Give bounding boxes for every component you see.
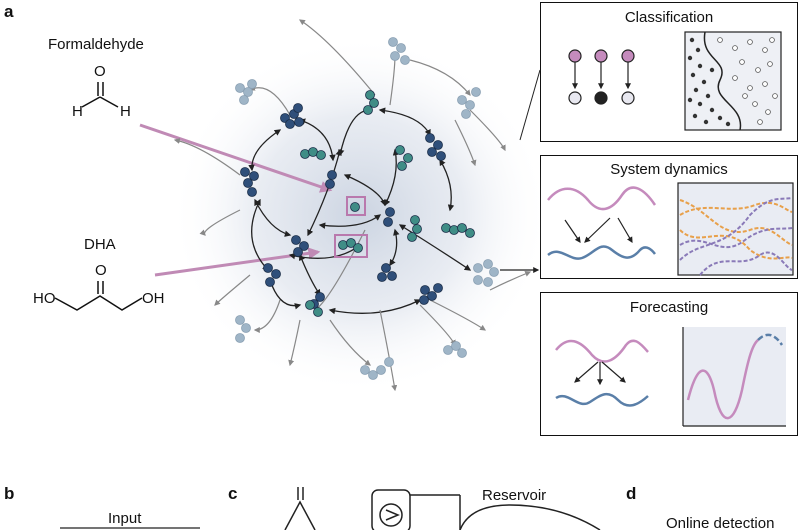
panel-letter-a: a <box>4 2 14 21</box>
formaldehyde-h-left: H <box>72 103 83 120</box>
system-dynamics-signals <box>547 186 657 260</box>
input-label: Input <box>108 510 142 527</box>
formaldehyde-h-right: H <box>120 103 131 120</box>
system-dynamics-arrows <box>564 217 633 244</box>
forecasting-title: Forecasting <box>629 299 709 316</box>
forecasting-arrows <box>574 361 626 386</box>
formaldehyde-highlight-box <box>346 196 366 216</box>
classification-nodes <box>568 49 635 105</box>
network-edges <box>248 106 472 315</box>
molecule-clusters <box>235 37 499 380</box>
formaldehyde-input-arrow <box>139 123 333 193</box>
dha-oxygen: O <box>95 262 107 279</box>
dha-highlight-box <box>334 234 368 258</box>
dha-label: DHA <box>84 236 116 253</box>
panel-letter-c: c <box>228 484 238 503</box>
forecasting-plot <box>682 327 786 427</box>
formaldehyde-oxygen: O <box>94 63 106 80</box>
dha-ho: HO <box>33 290 56 307</box>
classification-title: Classification <box>624 9 714 26</box>
bottom-panel-c <box>284 487 601 530</box>
forecasting-signals <box>555 339 649 407</box>
dha-oh: OH <box>142 290 165 307</box>
dha-structure <box>54 281 143 311</box>
system-dynamics-title: System dynamics <box>610 161 728 178</box>
classification-scatter-plot <box>684 31 782 131</box>
panel-letter-b: b <box>4 484 15 503</box>
network-edges-faded <box>173 19 532 392</box>
online-detection-label: Online detection <box>666 515 775 532</box>
panel-letter-d: d <box>626 484 637 503</box>
system-dynamics-plot <box>677 182 794 276</box>
output-connector-top <box>519 69 541 141</box>
formaldehyde-label: Formaldehyde <box>48 36 144 53</box>
reservoir-label: Reservoir <box>482 487 547 504</box>
formaldehyde-structure <box>81 82 119 108</box>
